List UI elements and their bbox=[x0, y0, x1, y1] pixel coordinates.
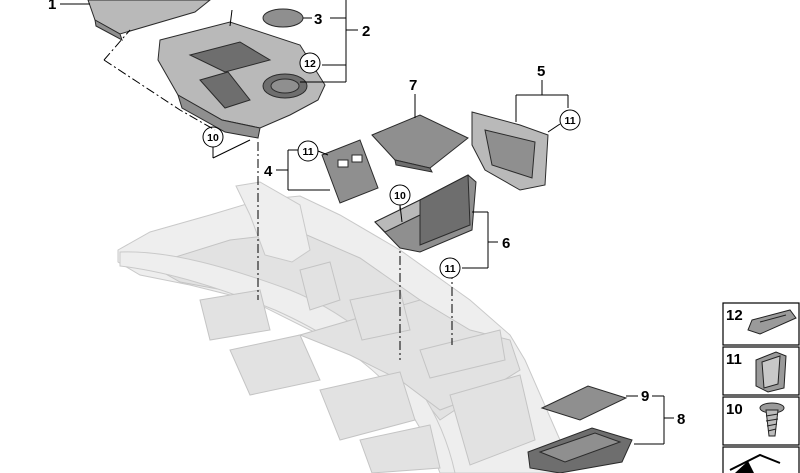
callout-3: 3 bbox=[314, 11, 322, 28]
part-1-tray: 1 bbox=[48, 0, 211, 42]
callout-8: 8 bbox=[677, 411, 685, 428]
part-8-front-tray: 8 bbox=[527, 395, 685, 473]
part-5-side-panel: 5 11 bbox=[471, 63, 581, 191]
circle-callout-12: 12 bbox=[304, 58, 316, 70]
circle-callout-11-c: 11 bbox=[444, 263, 455, 275]
part-2-storage-frame bbox=[157, 9, 326, 139]
circle-callout-10-b: 10 bbox=[394, 190, 406, 202]
circle-callout-11-a: 11 bbox=[302, 146, 313, 158]
clip-11-icon bbox=[755, 351, 787, 393]
legend-label-11: 11 bbox=[726, 351, 742, 368]
part-3-round-mat: 3 bbox=[262, 8, 322, 28]
circle-callout-10-a: 10 bbox=[207, 132, 219, 144]
legend-box-10 bbox=[722, 396, 800, 446]
callout-9: 9 bbox=[641, 388, 649, 405]
arrow-corner-icon bbox=[729, 453, 781, 473]
callout-1: 1 bbox=[48, 0, 56, 13]
screw-10-icon bbox=[759, 402, 785, 437]
part-4-bracket: 4 11 bbox=[264, 139, 379, 204]
clip-12-icon bbox=[747, 309, 797, 335]
circle-callout-11-b: 11 bbox=[564, 115, 575, 127]
part-6-bin: 6 10 11 bbox=[374, 174, 510, 279]
callout-4: 4 bbox=[264, 163, 273, 180]
legend-label-10: 10 bbox=[726, 401, 743, 418]
callout-6: 6 bbox=[502, 235, 510, 252]
legend-box-arrow bbox=[722, 446, 800, 473]
fastener-legend: 12 11 10 bbox=[722, 302, 800, 473]
center-console bbox=[117, 181, 561, 473]
part-7-cover: 7 bbox=[371, 77, 469, 173]
circle-callout-10-a-group: 10 bbox=[202, 126, 251, 159]
callout-5: 5 bbox=[537, 63, 545, 80]
callout-2: 2 bbox=[362, 23, 370, 40]
bracket-2: 2 12 bbox=[299, 0, 370, 83]
legend-label-12: 12 bbox=[726, 307, 743, 324]
part-9-mat: 9 bbox=[540, 385, 649, 421]
callout-7: 7 bbox=[409, 77, 417, 94]
